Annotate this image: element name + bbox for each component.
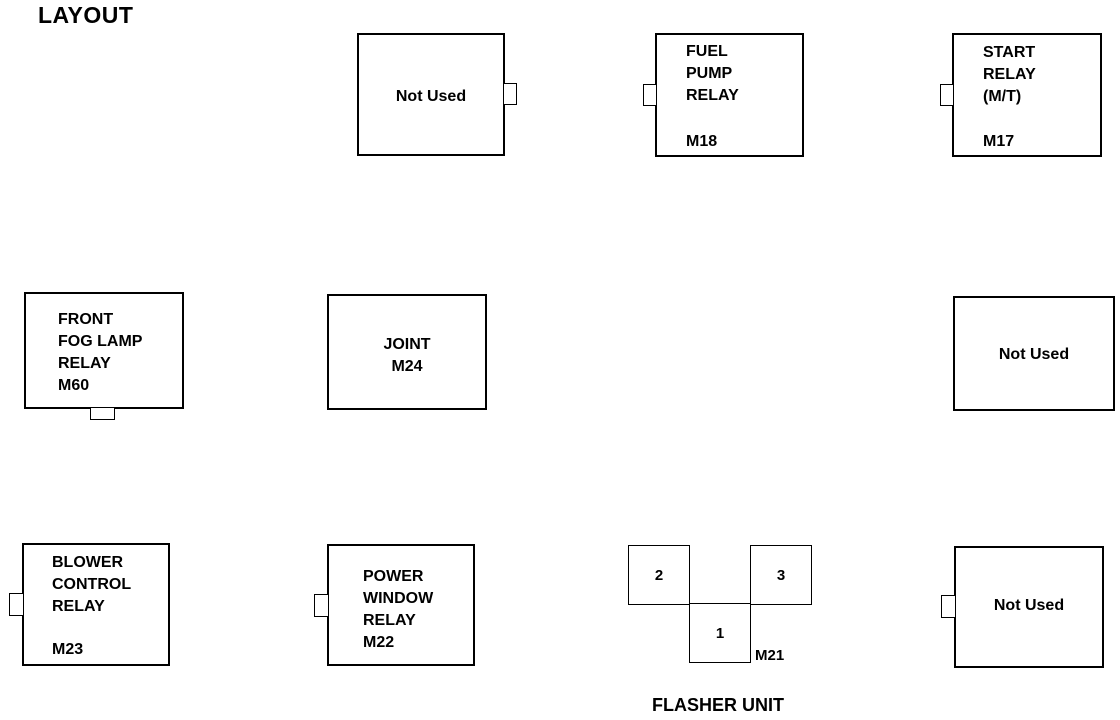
start-relay-label-line: (M/T)	[983, 88, 1022, 105]
flasher-pin-3: 3	[750, 545, 812, 605]
layout-title: LAYOUT	[38, 2, 134, 28]
blower-control-relay-label-line: CONTROL	[52, 576, 132, 593]
start-relay-code: M17	[983, 133, 1015, 150]
power-window-relay: POWER WINDOW RELAY M22	[327, 544, 475, 666]
flasher-unit-code: M21	[755, 647, 785, 664]
not-used-label: Not Used	[998, 346, 1070, 363]
power-window-relay-label-line: WINDOW	[363, 590, 434, 607]
blower-control-relay: BLOWER CONTROL RELAY M23	[22, 543, 170, 666]
not-used-relay-bottom: Not Used	[954, 546, 1104, 668]
joint-connector: JOINT M24	[327, 294, 487, 410]
blower-control-relay-label-line: BLOWER	[52, 554, 124, 571]
joint-code: M24	[391, 358, 423, 375]
flasher-pin-2: 2	[628, 545, 690, 605]
start-relay: START RELAY (M/T) M17	[952, 33, 1102, 157]
not-used-label: Not Used	[993, 597, 1065, 614]
connector-tab	[503, 83, 517, 105]
fuel-pump-relay-label-line: RELAY	[686, 87, 739, 104]
not-used-relay-middle: Not Used	[953, 296, 1115, 411]
fuel-pump-relay-code: M18	[686, 133, 718, 150]
fuel-pump-relay: FUEL PUMP RELAY M18	[655, 33, 804, 157]
power-window-relay-label-line: RELAY	[363, 612, 416, 629]
front-fog-lamp-relay-label-line: RELAY	[58, 355, 111, 372]
connector-tab	[941, 595, 956, 618]
start-relay-label-line: RELAY	[983, 66, 1036, 83]
flasher-pin-1: 1	[689, 603, 751, 663]
front-fog-lamp-relay: FRONT FOG LAMP RELAY M60	[24, 292, 184, 409]
blower-control-relay-label-line: RELAY	[52, 598, 105, 615]
power-window-relay-code: M22	[363, 634, 395, 651]
connector-tab	[9, 593, 24, 616]
power-window-relay-label-line: POWER	[363, 568, 424, 585]
not-used-relay-top: Not Used	[357, 33, 505, 156]
connector-tab	[90, 407, 115, 420]
not-used-label: Not Used	[395, 88, 467, 105]
connector-tab	[314, 594, 329, 617]
flasher-unit-caption: FLASHER UNIT	[652, 695, 784, 715]
start-relay-label-line: START	[983, 44, 1036, 61]
front-fog-lamp-relay-code: M60	[58, 377, 90, 394]
connector-tab	[643, 84, 657, 106]
fuel-pump-relay-label-line: FUEL	[686, 43, 728, 60]
fuel-pump-relay-label-line: PUMP	[686, 65, 733, 82]
front-fog-lamp-relay-label-line: FRONT	[58, 311, 114, 328]
connector-tab	[940, 84, 954, 106]
blower-control-relay-code: M23	[52, 641, 84, 658]
joint-label: JOINT	[383, 336, 431, 353]
front-fog-lamp-relay-label-line: FOG LAMP	[58, 333, 143, 350]
